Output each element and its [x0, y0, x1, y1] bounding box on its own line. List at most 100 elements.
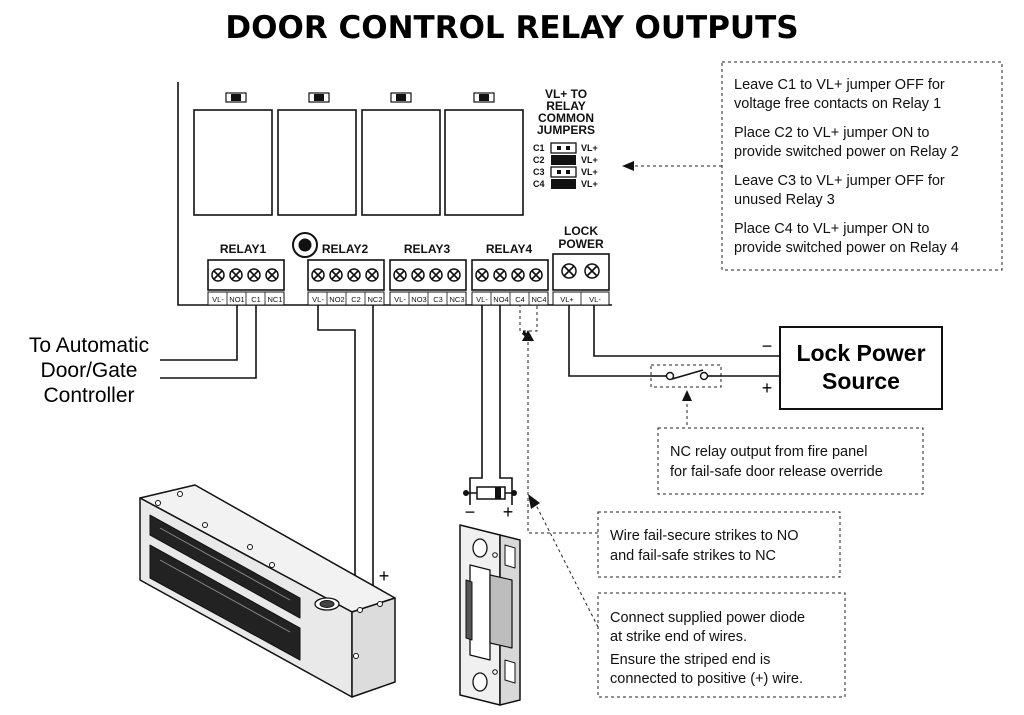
jumper-note-line-1: Leave C1 to VL+ jumper OFF for [734, 77, 945, 93]
relay4-terminal-block: VL- NO4 C4 NC4 [471, 259, 549, 306]
jumper-note-line-5: Leave C3 to VL+ jumper OFF for [734, 173, 945, 189]
page-title: DOOR CONTROL RELAY OUTPUTS [225, 10, 798, 46]
strike-note-arrowhead [522, 330, 534, 341]
diode-note-line-1: Connect supplied power diode [610, 610, 805, 626]
jumper-vl-label-4: VL+ [581, 179, 598, 189]
relay3-term-no: NO3 [411, 295, 426, 304]
relay1-term-c: C1 [251, 295, 261, 304]
relay2-term-no: NO2 [329, 295, 344, 304]
lock-power-term-vl-minus: VL- [589, 295, 601, 304]
lock-power-terminal-block: LOCK POWER VL+ VL- [552, 224, 610, 306]
relay4-term-c: C4 [515, 295, 525, 304]
jumper-note-line-7: Place C4 to VL+ jumper ON to [734, 221, 929, 237]
jumper-c3-label: C3 [533, 167, 545, 177]
jumper-block: C1 C2 C3 C4 VL+ VL+ VL+ VL+ [533, 142, 598, 189]
wire-lock-power-vl-minus [593, 305, 780, 357]
relay3-term-vl: VL- [394, 295, 406, 304]
electric-strike [459, 524, 521, 706]
lock-source-plus-label: + [762, 378, 773, 398]
wire-relay1-c [160, 305, 257, 379]
jumper-note-line-3: Place C2 to VL+ jumper ON to [734, 125, 929, 141]
jumper-c3-off [550, 166, 577, 178]
lock-power-term-vl-plus: VL+ [560, 295, 574, 304]
door-controller-label-line-2: Door/Gate [41, 359, 138, 382]
magnetic-lock [139, 484, 396, 698]
diode-note-line-4: connected to positive (+) wire. [610, 671, 803, 687]
relay4-nc-alt-marker [519, 304, 538, 332]
relay1-term-nc: NC1 [267, 295, 282, 304]
power-diode [463, 486, 517, 500]
relay2-terminal-block: VL- NO2 C2 NC2 [307, 259, 385, 306]
relay4-term-vl: VL- [476, 295, 488, 304]
strike-wiring-note-box: Wire fail-secure strikes to NO and fail-… [597, 511, 841, 578]
lock-power-label-line-2: POWER [558, 237, 604, 251]
fire-panel-note-box: NC relay output from fire panel for fail… [657, 427, 924, 495]
jumper-c1-label: C1 [533, 143, 545, 153]
jumper-c1-off [550, 142, 577, 154]
relay-module-3 [361, 92, 441, 216]
diode-note-arrow [534, 502, 599, 628]
door-controller-label-line-3: Controller [43, 384, 134, 407]
relay1-label: RELAY1 [220, 242, 267, 256]
jumper-vl-label-1: VL+ [581, 143, 598, 153]
fire-note-line-2: for fail-safe door release override [670, 464, 883, 480]
fire-note-line-1: NC relay output from fire panel [670, 444, 867, 460]
door-controller-label-line-1: To Automatic [29, 334, 149, 357]
lock-power-label-line-1: LOCK [564, 224, 598, 238]
jumper-c4-label: C4 [533, 179, 545, 189]
relay-modules [193, 92, 524, 216]
relay2-term-vl: VL- [312, 295, 324, 304]
jumper-vl-label-2: VL+ [581, 155, 598, 165]
jumper-header: VL+ TO RELAY COMMON JUMPERS [537, 87, 595, 137]
relay1-terminal-block: VL- NO1 C1 NC1 [207, 259, 285, 306]
jumper-notes-box: Leave C1 to VL+ jumper OFF for voltage f… [721, 61, 1003, 271]
relay3-label: RELAY3 [404, 242, 451, 256]
fire-note-arrowhead [682, 390, 692, 401]
wire-relay4-vl-minus [469, 305, 483, 505]
jumper-note-line-2: voltage free contacts on Relay 1 [734, 96, 941, 112]
jumper-note-line-6: unused Relay 3 [734, 192, 835, 208]
jumper-c4-on [551, 179, 576, 189]
strike-note-arrow [527, 332, 598, 534]
strike-plus-label: + [503, 502, 514, 522]
jumper-note-line-8: provide switched power on Relay 4 [734, 240, 959, 256]
wire-lock-power-vl-plus [568, 305, 650, 377]
strike-note-line-1: Wire fail-secure strikes to NO [610, 528, 799, 544]
board-outline [177, 82, 612, 306]
wire-relay4-no [499, 305, 513, 505]
jumper-c2-label: C2 [533, 155, 545, 165]
diode-note-box: Connect supplied power diode at strike e… [597, 592, 846, 698]
relay3-terminal-block: VL- NO3 C3 NC3 [389, 259, 467, 306]
jumper-vl-label-3: VL+ [581, 167, 598, 177]
lock-power-source-line-1: Lock Power [796, 340, 925, 366]
relay-module-1 [193, 92, 273, 216]
relay4-label: RELAY4 [486, 242, 533, 256]
wire-relay2-vl-minus [317, 305, 356, 598]
jumper-note-arrowhead [622, 161, 634, 171]
strike-note-line-2: and fail-safe strikes to NC [610, 548, 776, 564]
wire-relay1-no [160, 305, 238, 361]
jumper-header-line-2: RELAY [546, 99, 586, 113]
lock-power-source-line-2: Source [822, 368, 900, 394]
diode-note-line-3: Ensure the striped end is [610, 652, 770, 668]
jumper-header-line-4: JUMPERS [537, 123, 595, 137]
jumper-header-line-3: COMMON [538, 111, 594, 125]
relay2-term-c: C2 [351, 295, 361, 304]
relay-module-2 [277, 92, 357, 216]
jumper-c2-on [551, 155, 576, 165]
strike-minus-label: − [465, 502, 476, 522]
diode-note-line-2: at strike end of wires. [610, 629, 747, 645]
relay-module-4 [444, 92, 524, 216]
relay1-term-no: NO1 [229, 295, 244, 304]
jumper-note-line-4: provide switched power on Relay 2 [734, 144, 959, 160]
fire-panel-nc-contact [650, 364, 722, 388]
maglock-plus-label: + [379, 566, 390, 586]
lock-source-minus-label: − [762, 336, 773, 356]
relay2-term-nc: NC2 [367, 295, 382, 304]
relay4-term-no: NO4 [493, 295, 508, 304]
diode-note-arrowhead [528, 494, 540, 509]
lock-power-source: Lock Power Source [779, 326, 943, 410]
relay4-term-nc: NC4 [531, 295, 546, 304]
relay3-term-nc: NC3 [449, 295, 464, 304]
